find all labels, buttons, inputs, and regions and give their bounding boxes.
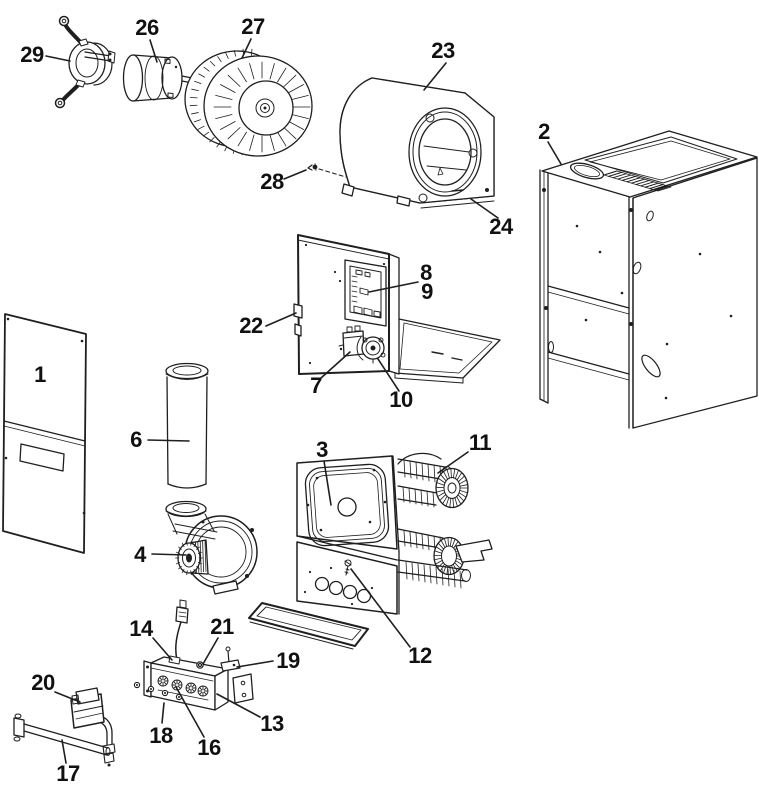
door-hinge-tab — [294, 323, 302, 337]
part-burner-assembly — [133, 599, 254, 711]
part-blower-housing — [339, 77, 495, 209]
burner-box-side — [214, 668, 229, 711]
wire-terminal-ring — [54, 97, 66, 109]
part-flue-pipe — [165, 362, 209, 489]
housing-foot — [341, 183, 355, 197]
manifold-flange — [13, 717, 25, 738]
callout-17: 17 — [56, 761, 80, 786]
callout-16: 16 — [197, 735, 221, 760]
door-slot — [19, 443, 65, 472]
leader-lines — [45, 38, 562, 764]
bracket-pin — [220, 646, 241, 672]
base-tray — [248, 602, 369, 647]
part-heat-exchanger-assembly — [248, 452, 493, 650]
wire-terminal-ring — [58, 15, 70, 27]
sensor-screw — [344, 559, 352, 576]
callout-21: 21 — [210, 614, 234, 639]
callout-6: 6 — [130, 427, 142, 452]
part-gas-valve — [70, 687, 116, 767]
cabinet-rivets — [542, 188, 733, 400]
part-motor-mount-band — [54, 15, 116, 109]
callout-29: 29 — [20, 42, 44, 67]
part-blower-motor — [122, 54, 200, 102]
part-front-door-panel — [2, 313, 87, 554]
burner-ports — [157, 675, 209, 697]
callout-7: 7 — [310, 373, 322, 398]
heat-exchanger-tubes — [397, 452, 493, 589]
side-bracket — [232, 673, 254, 704]
igniter-wire — [175, 599, 189, 661]
part-cabinet — [539, 130, 758, 429]
callout-13: 13 — [260, 711, 284, 736]
part-blower-wheel — [184, 48, 313, 157]
door-hinge-tab — [293, 303, 303, 319]
control-board — [344, 259, 387, 327]
callout-12: 12 — [408, 643, 432, 668]
housing-foot — [396, 195, 411, 207]
heat-exchanger-plate — [304, 463, 390, 547]
callout-20: 20 — [31, 670, 55, 695]
part-blower-deck-door — [293, 234, 501, 384]
callout-24: 24 — [489, 214, 513, 239]
callout-28: 28 — [260, 169, 284, 194]
part-manifold-pipe — [13, 713, 111, 756]
callout-27: 27 — [241, 14, 265, 39]
callout-9: 9 — [421, 279, 433, 304]
callout-10: 10 — [389, 387, 413, 412]
deck-base — [394, 318, 501, 379]
part-inducer-assembly — [165, 500, 258, 595]
flame-sensor-nut — [196, 661, 204, 669]
orifice-nuts — [133, 681, 183, 701]
callout-26: 26 — [135, 15, 159, 40]
igniter-bracket — [168, 655, 181, 665]
callout-3: 3 — [316, 437, 328, 462]
tube-bracket — [455, 539, 493, 563]
flue-hole — [569, 162, 605, 180]
callout-19: 19 — [276, 648, 300, 673]
vent-louvers — [603, 170, 672, 192]
callout-11: 11 — [468, 430, 492, 455]
callout-23: 23 — [431, 38, 455, 63]
callout-8: 8 — [420, 260, 432, 285]
callout-14: 14 — [129, 616, 153, 641]
vestibule-panel-upper — [296, 455, 398, 550]
vestibule-panel-lower — [296, 541, 398, 615]
callout-18: 18 — [149, 723, 173, 748]
callout-1: 1 — [34, 362, 46, 387]
door-motor — [356, 336, 386, 364]
callout-2: 2 — [538, 119, 550, 144]
callout-4: 4 — [134, 542, 146, 567]
part-mounting-screw — [307, 163, 347, 178]
callout-22: 22 — [239, 313, 263, 338]
